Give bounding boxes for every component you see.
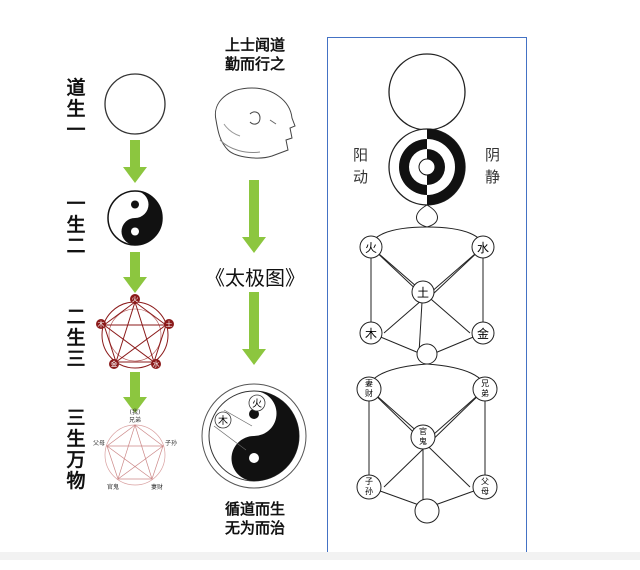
taiji-diagram: 火 木 <box>201 383 307 489</box>
node-qicai-label-2: 财 <box>365 388 373 398</box>
node-xiongdi-label-2: 弟 <box>481 388 489 398</box>
node-fire-label: 火 <box>365 241 377 255</box>
node-zisun-label-2: 孙 <box>365 486 373 496</box>
left-diagram: 火 木 土 金 水 (我) 兄弟 父母 子孙 官鬼 妻财 <box>93 73 177 491</box>
yinyang-icon <box>107 190 163 246</box>
quote-bottom-line1: 循道而生 <box>224 500 285 518</box>
stage-label-4: 三生万物 <box>66 407 86 492</box>
middle-diagram: 火 木 <box>201 87 307 489</box>
yin-label-2: 静 <box>485 168 500 186</box>
wanwu-mark-qicai: 妻财 <box>151 483 163 491</box>
wanwu-mark-self: (我) <box>130 408 141 416</box>
thinker-head-icon <box>214 87 296 159</box>
green-arrow <box>242 292 266 365</box>
node-fumu-label-2: 母 <box>481 487 489 496</box>
wanwu-mark-xiongdi: 兄弟 <box>129 416 141 424</box>
middle-joint-circle <box>416 343 438 365</box>
star-mark-water: 水 <box>153 360 160 369</box>
book-title: 《太极图》 <box>205 266 305 290</box>
quote-top-line1: 上士闻道 <box>224 36 285 54</box>
stage-label-3: 二生三 <box>66 306 86 370</box>
wuxing-star-diagram: 火 木 土 金 水 <box>96 294 174 369</box>
node-guangui <box>410 424 436 450</box>
star-mark-earth: 土 <box>166 320 173 329</box>
wanwu-mark-fumu: 父母 <box>93 440 105 447</box>
node-earth-label: 土 <box>417 286 429 300</box>
wuji-circle <box>388 53 466 131</box>
bottom-bar <box>0 552 640 560</box>
dao-circle <box>104 73 166 135</box>
quote-top-line2: 勤而行之 <box>224 55 285 73</box>
node-zisun-label-1: 子 <box>365 477 373 486</box>
node-xiongdi-label-1: 兄 <box>481 379 489 388</box>
node-water-label: 水 <box>477 241 489 255</box>
node-wood <box>359 321 383 345</box>
bottom-circle <box>414 498 440 524</box>
taiji-chart-panel: 阳 动 阴 静 火 水 土 木 金 妻 财 兄 <box>327 37 527 557</box>
taiji-mark-wood: 木 <box>218 415 228 427</box>
stage-label-2: 一生二 <box>66 193 86 257</box>
yinyang-concentric-circle <box>388 128 466 206</box>
green-arrow <box>123 372 147 413</box>
wanwu-mark-guangui: 官鬼 <box>107 483 119 491</box>
green-arrow <box>242 180 266 253</box>
node-zisun <box>356 474 382 500</box>
wanwu-mark-zisun: 子孙 <box>165 439 177 447</box>
star-mark-fire: 火 <box>132 296 139 304</box>
node-earth <box>411 280 435 304</box>
node-guangui-label-2: 鬼 <box>419 436 427 446</box>
taiji-mark-fire: 火 <box>252 398 262 410</box>
stage-label-1: 道生一 <box>66 77 86 141</box>
node-fumu-label-1: 父 <box>481 477 489 486</box>
node-water <box>471 235 495 259</box>
green-arrow <box>123 140 147 183</box>
node-guangui-label-1: 官 <box>419 426 427 436</box>
star-mark-metal: 金 <box>111 360 118 369</box>
yang-label-1: 阳 <box>353 146 368 164</box>
yang-label-2: 动 <box>353 168 368 186</box>
star-mark-wood: 木 <box>98 320 105 329</box>
node-fire <box>359 235 383 259</box>
node-fumu <box>472 474 498 500</box>
node-qicai-label-1: 妻 <box>365 378 373 388</box>
wanwu-star-diagram: (我) 兄弟 父母 子孙 官鬼 妻财 <box>93 408 177 491</box>
yin-label-1: 阴 <box>485 146 500 164</box>
node-metal-label: 金 <box>477 326 489 341</box>
quote-bottom-line2: 无为而治 <box>224 519 285 537</box>
green-arrow <box>123 252 147 293</box>
node-metal <box>471 321 495 345</box>
node-qicai <box>356 376 382 402</box>
node-xiongdi <box>472 376 498 402</box>
node-wood-label: 木 <box>365 327 377 341</box>
